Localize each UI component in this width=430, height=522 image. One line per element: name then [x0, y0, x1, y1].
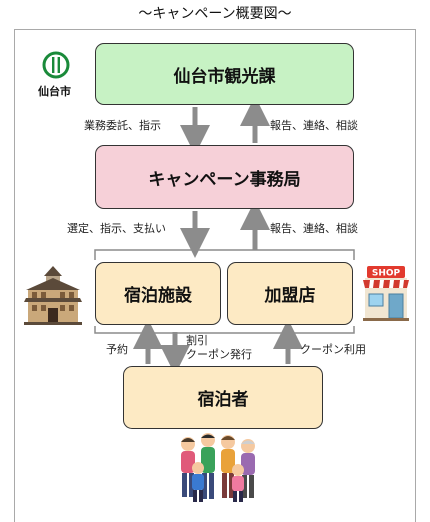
box-member-shop: 加盟店 — [227, 262, 353, 325]
box-campaign-office: キャンペーン事務局 — [95, 145, 354, 209]
box-lodging-facility: 宿泊施設 — [95, 262, 221, 325]
label-office-to-members: 選定、指示、支払い — [67, 222, 166, 235]
city-logo-text: 仙台市 — [38, 85, 71, 98]
label-lodging-to-guest-1: 割引 — [186, 334, 208, 347]
shop-sign-text: SHOP — [372, 269, 401, 279]
box-guest: 宿泊者 — [123, 366, 323, 429]
members-bracket-top — [94, 249, 355, 260]
label-office-to-city: 報告、連絡、相談 — [270, 119, 358, 132]
label-city-to-office: 業務委託、指示 — [84, 119, 161, 132]
box-city-tourism-section: 仙台市観光課 — [95, 43, 354, 105]
diagram-title: ～キャンペーン概要図～ — [138, 6, 292, 22]
city-emblem-icon — [41, 50, 71, 80]
shop-icon: SHOP — [361, 264, 411, 322]
diagram-frame — [14, 29, 416, 522]
label-members-to-office: 報告、連絡、相談 — [270, 222, 358, 235]
label-lodging-to-guest-2: クーポン発行 — [186, 348, 252, 361]
label-guest-to-lodging: 予約 — [106, 343, 128, 356]
members-bracket-bottom — [94, 326, 355, 334]
family-group-icon — [168, 432, 268, 504]
label-guest-to-shop: クーポン利用 — [300, 343, 366, 356]
hotel-building-icon — [22, 262, 84, 326]
